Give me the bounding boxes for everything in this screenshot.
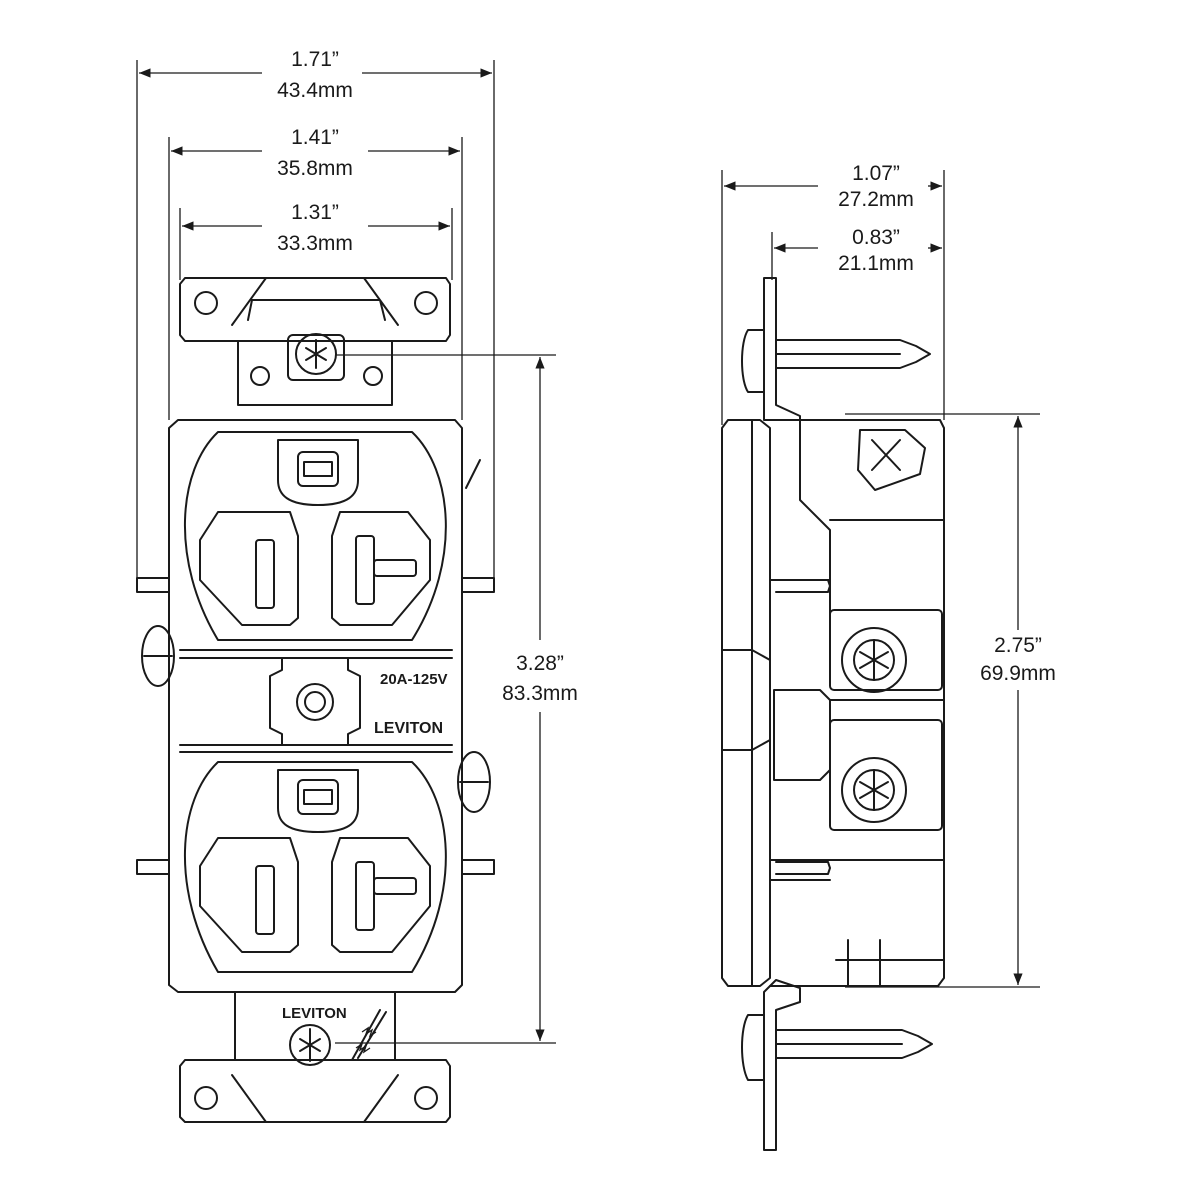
lower-outlet-face	[184, 761, 447, 973]
body-width-inches: 1.41”	[291, 126, 339, 149]
brand-label-strap: LEVITON	[282, 1005, 347, 1022]
body-depth-inches: 0.83”	[852, 226, 900, 249]
front-view: 1.71” 43.4mm 1.41” 35.8mm 1.31” 33.3mm 3…	[136, 48, 578, 1123]
mounting-height-inches: 3.28”	[516, 652, 564, 675]
overall-width-inches: 1.71”	[291, 48, 339, 71]
side-body	[721, 419, 945, 987]
body-height-inches: 2.75”	[994, 634, 1042, 657]
mounting-height-dimension: 3.28” 83.3mm	[335, 354, 578, 1044]
rating-label: 20A-125V	[380, 671, 448, 688]
upper-outlet-face	[184, 431, 447, 641]
overall-width-dimension: 1.71” 43.4mm	[139, 48, 492, 102]
face-width-mm: 33.3mm	[277, 232, 353, 255]
body-depth-mm: 21.1mm	[838, 252, 914, 275]
bottom-mounting-strap: LEVITON	[179, 991, 451, 1123]
center-bridge: 20A-125V LEVITON	[269, 657, 448, 746]
face-width-inches: 1.31”	[291, 201, 339, 224]
overall-width-mm: 43.4mm	[277, 79, 353, 102]
body-width-mm: 35.8mm	[277, 157, 353, 180]
body-height-mm: 69.9mm	[980, 662, 1056, 685]
brand-label-center: LEVITON	[374, 720, 443, 737]
top-mounting-strap	[179, 277, 451, 406]
mounting-height-mm: 83.3mm	[502, 682, 578, 705]
side-view: 1.07” 27.2mm 0.83” 21.1mm 2.75” 69.9mm	[721, 162, 1056, 1151]
body-width-dimension: 1.41” 35.8mm	[171, 126, 460, 180]
body-depth-dimension: 0.83” 21.1mm	[774, 226, 942, 275]
side-strap	[741, 277, 933, 1151]
overall-depth-dimension: 1.07” 27.2mm	[724, 162, 942, 211]
overall-depth-inches: 1.07”	[852, 162, 900, 185]
face-width-dimension: 1.31” 33.3mm	[182, 201, 450, 255]
overall-depth-mm: 27.2mm	[838, 188, 914, 211]
